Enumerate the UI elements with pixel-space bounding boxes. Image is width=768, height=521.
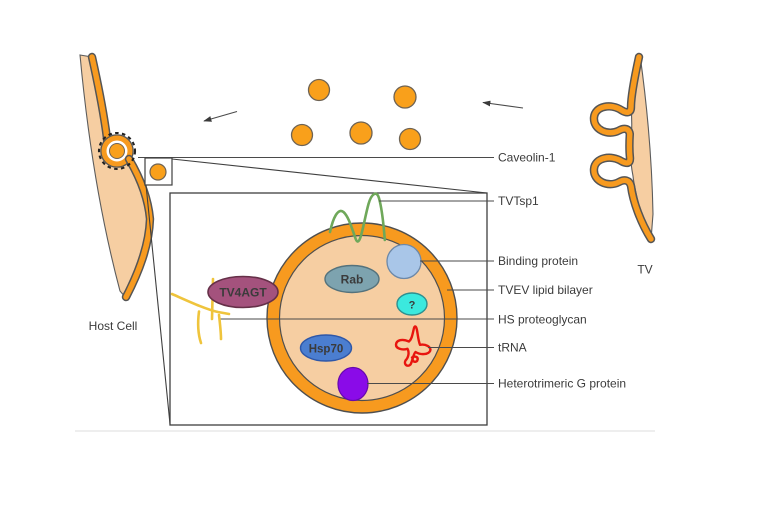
vesicle xyxy=(349,121,373,145)
hs-chain-branch xyxy=(217,313,223,341)
free-vesicles xyxy=(290,78,422,151)
rab-label: Rab xyxy=(341,273,364,287)
tv-label: TV xyxy=(637,263,652,277)
binding-protein xyxy=(386,243,422,280)
unknown-protein xyxy=(396,292,428,316)
trna-body xyxy=(394,325,432,367)
tv-cell-membrane xyxy=(589,52,656,244)
tv4agt-label: TV4AGT xyxy=(219,286,267,300)
bilayer-label: TVEV lipid bilayer xyxy=(498,283,593,297)
vesicle xyxy=(290,123,314,147)
hs-proteoglycan-label: HS proteoglycan xyxy=(498,313,587,327)
tvtsp1-label: TVTsp1 xyxy=(498,194,539,208)
magnification-line-top xyxy=(171,158,488,194)
trna-molecule xyxy=(394,325,432,367)
arrow-toward-host-icon xyxy=(203,110,238,122)
host-cell-label: Host Cell xyxy=(89,319,138,333)
vesicle xyxy=(307,78,331,102)
caveolin-label: Caveolin-1 xyxy=(498,151,556,165)
vesicle xyxy=(393,85,417,109)
hsp70-protein xyxy=(299,334,353,362)
trna-loop-detail xyxy=(410,355,419,363)
callout-pointer-lines xyxy=(367,200,494,385)
host-membrane-lower xyxy=(123,156,153,300)
tv-membrane-budding-vesicles xyxy=(591,54,654,242)
arrow-from-tv-icon xyxy=(482,100,524,109)
vesicle xyxy=(398,127,422,151)
caveola-vesicle xyxy=(109,143,125,159)
hsp70-label: Hsp70 xyxy=(309,344,344,356)
trna-label: tRNA xyxy=(498,341,527,355)
tv4agt-protein xyxy=(207,275,279,309)
caveolin-coat-dashed-ring xyxy=(97,131,137,171)
tvtsp1-protein xyxy=(328,192,387,243)
g-protein xyxy=(337,366,369,402)
binding-protein-label: Binding protein xyxy=(498,254,578,268)
unknown-protein-label: ? xyxy=(409,300,416,312)
rab-protein xyxy=(324,264,380,294)
host-cell-membrane xyxy=(79,52,155,302)
hs-chain-main xyxy=(170,292,231,316)
hs-chain-branch xyxy=(196,310,203,345)
g-protein-label: Heterotrimeric G protein xyxy=(498,377,626,391)
source-box-vesicle xyxy=(149,163,167,181)
magnification-line-left xyxy=(145,184,171,425)
